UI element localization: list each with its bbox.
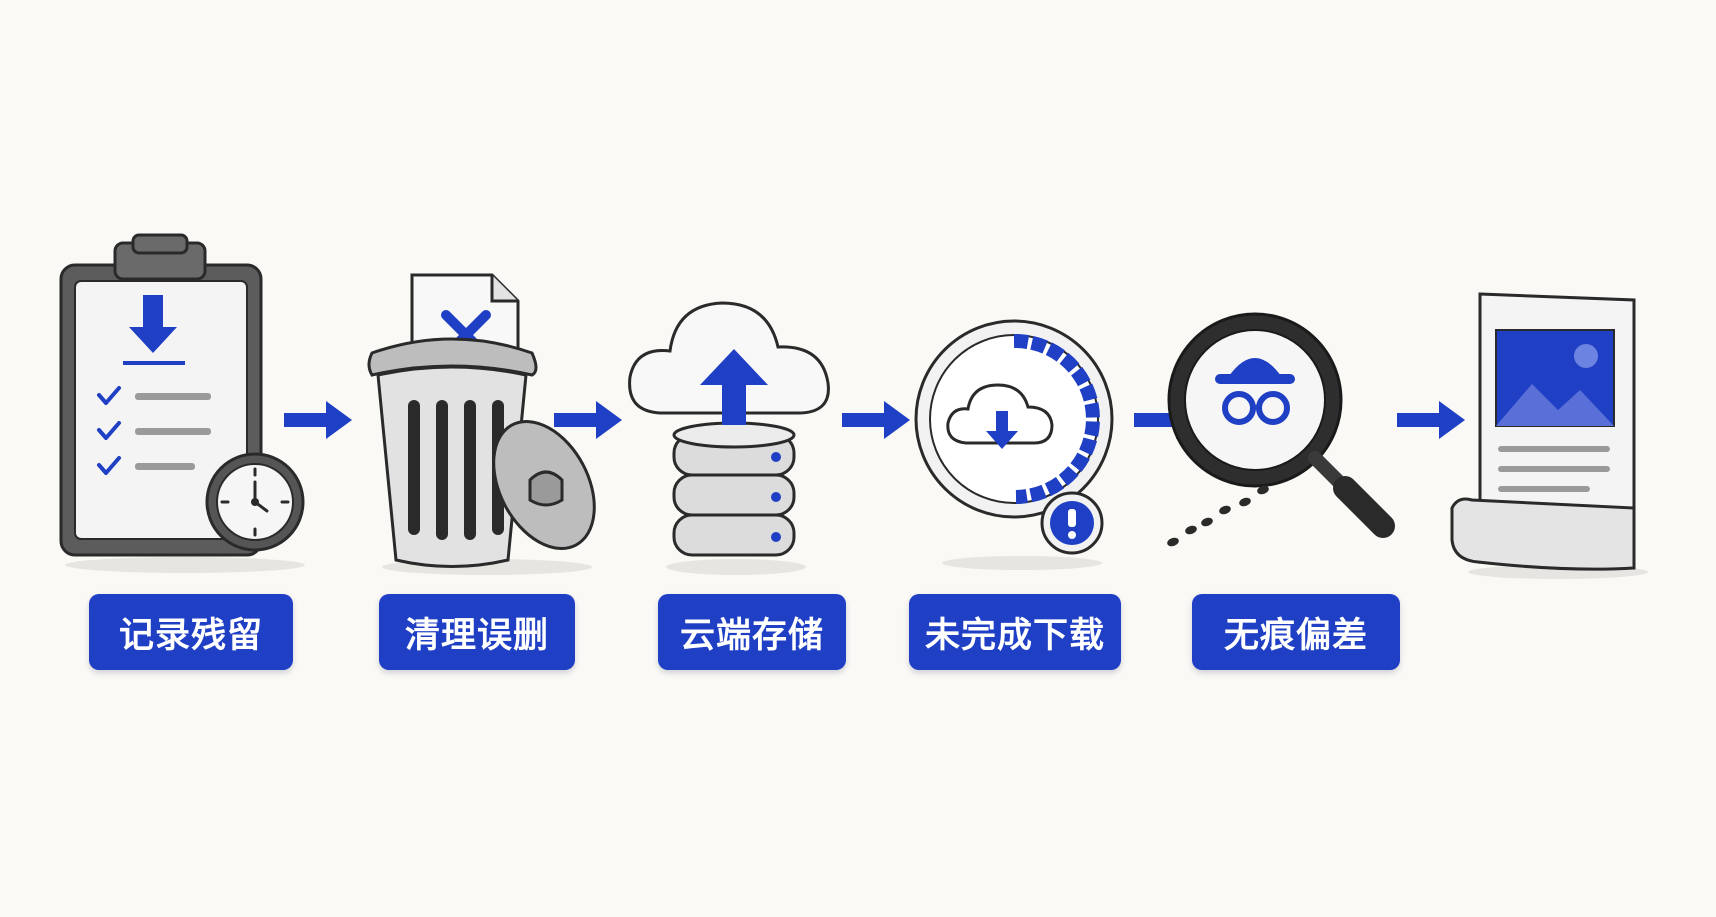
step-label-1: 记录残留 xyxy=(89,594,293,670)
step-label-4: 未完成下载 xyxy=(909,594,1121,670)
cloud-upload-server-icon xyxy=(626,285,846,575)
clipboard-download-clock-icon xyxy=(55,233,315,575)
flow-arrow-icon xyxy=(1397,401,1465,439)
flow-arrow-icon xyxy=(842,401,910,439)
trash-can-deleted-file-icon xyxy=(367,273,612,575)
incognito-magnifier-footprints-icon xyxy=(1155,312,1425,582)
image-document-icon xyxy=(1448,290,1668,580)
step-label-3: 云端存储 xyxy=(658,594,846,670)
incomplete-download-warning-icon xyxy=(912,315,1132,570)
flow-arrow-icon xyxy=(554,401,622,439)
step-label-2: 清理误删 xyxy=(379,594,575,670)
flow-arrow-icon xyxy=(284,401,352,439)
step-label-5: 无痕偏差 xyxy=(1192,594,1400,670)
